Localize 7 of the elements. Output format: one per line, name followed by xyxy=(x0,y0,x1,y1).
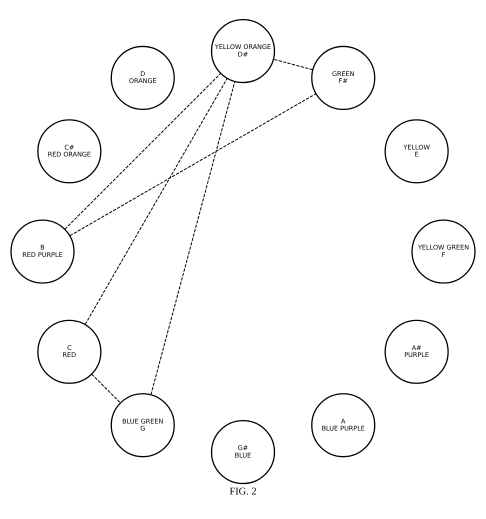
connector xyxy=(70,92,316,236)
connector xyxy=(84,77,228,324)
connector xyxy=(64,72,222,230)
connector xyxy=(150,80,236,395)
connector xyxy=(272,58,314,70)
caption: FIG. 2 xyxy=(229,486,257,497)
connector xyxy=(91,373,121,403)
